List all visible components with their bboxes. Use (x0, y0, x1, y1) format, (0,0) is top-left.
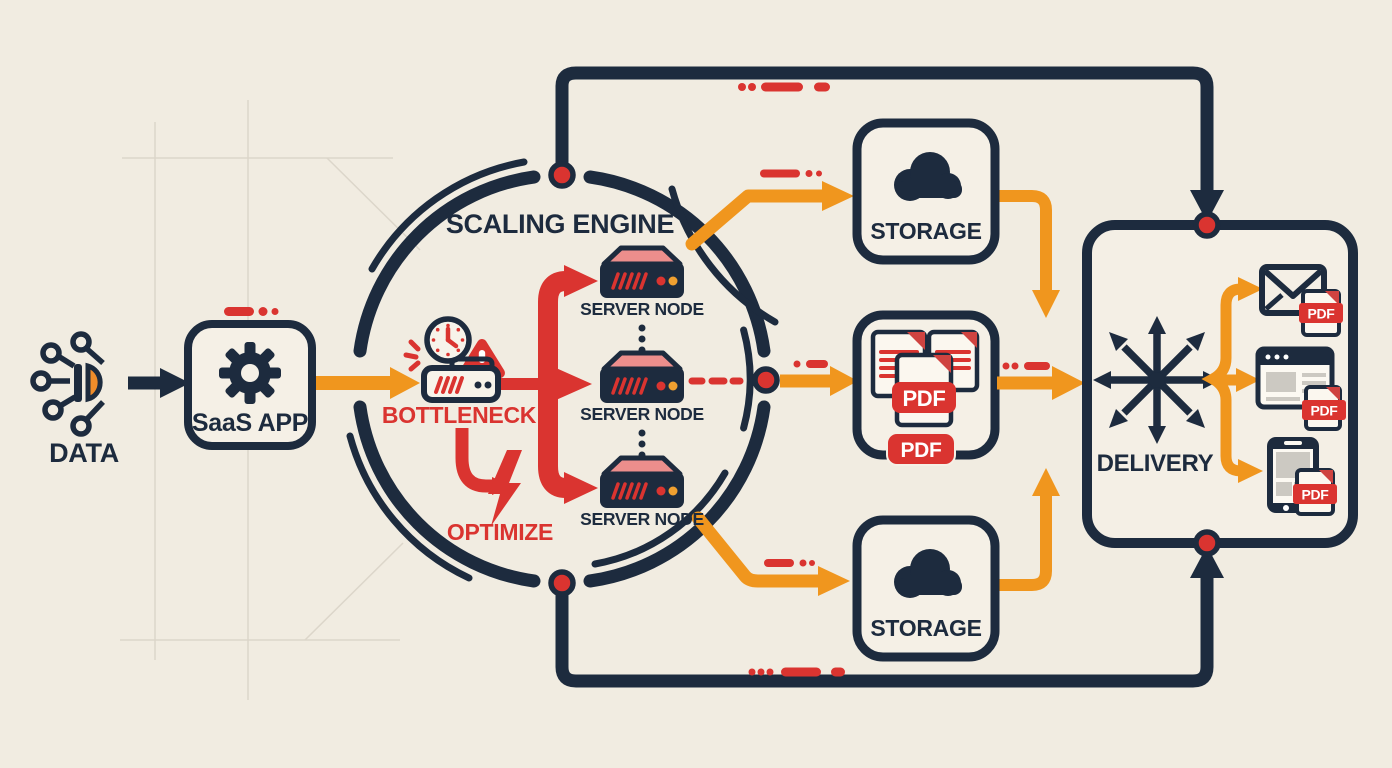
junction-dot-right (752, 366, 780, 394)
arrowhead-icon (564, 265, 598, 297)
server-icon (601, 455, 683, 477)
data-funnel-icon (85, 362, 103, 403)
pdf-file-icon: PDF (1302, 385, 1346, 431)
server-node-1: SERVER NODE (580, 245, 704, 319)
pdf-badge-label: PDF (902, 386, 945, 411)
overloaded-server-icon (421, 356, 501, 403)
pdf-file-icon: PDF (1299, 289, 1343, 337)
clock-icon (424, 316, 472, 364)
data-source-node: DATA (30, 331, 119, 468)
node-separator-dots (638, 324, 646, 354)
arrowhead-icon (1236, 368, 1260, 392)
server-icon (601, 245, 683, 267)
arrowhead-icon (822, 181, 854, 211)
server-node-1-label: SERVER NODE (580, 299, 704, 319)
arrowhead-icon (1238, 277, 1263, 301)
optimize-label: OPTIMIZE (447, 519, 553, 545)
server-node-3-label: SERVER NODE (580, 509, 704, 529)
pdf-file-icon: PDF (1293, 468, 1337, 516)
storage-top-label: STORAGE (870, 218, 981, 244)
scaling-branches (538, 265, 598, 504)
delivery-node: DELIVERY PDF (1082, 211, 1358, 557)
saas-app-label: SaaS APP (192, 409, 308, 437)
edge-data-saas (128, 368, 190, 398)
pdf-badge-label: PDF (900, 439, 942, 462)
arrowhead-icon (1052, 366, 1085, 400)
data-network-icon (30, 331, 105, 437)
bottleneck-label: BOTTLENECK (382, 402, 537, 428)
edge-saas-circle (314, 367, 420, 399)
server-node-2-label: SERVER NODE (580, 404, 704, 424)
arrowhead-up-icon (1190, 546, 1224, 578)
data-label: DATA (49, 438, 119, 468)
loop-top-dashes (738, 82, 830, 92)
mobile-channel: PDF (1267, 437, 1337, 516)
arrowhead-icon (390, 367, 420, 399)
edge-server-pdfbox (688, 360, 858, 396)
lightning-bolt-icon (488, 450, 522, 526)
node-separator-dots (638, 429, 646, 459)
server-node-3: SERVER NODE (580, 455, 704, 529)
pdf-badge (886, 432, 956, 466)
cloud-icon (894, 152, 962, 201)
junction-dot-bottom (548, 569, 576, 597)
arrowhead-icon (556, 368, 592, 400)
server-icon (601, 350, 683, 372)
spark-lines-icon (403, 339, 421, 372)
storage-bottom-node: STORAGE (852, 515, 1000, 662)
scaling-engine-title: SCALING ENGINE (446, 209, 674, 239)
junction-dot-delivery-top (1193, 211, 1221, 239)
multidirection-arrows-icon (1093, 316, 1221, 444)
junction-dot-top (548, 161, 576, 189)
edge-pdfbox-delivery (997, 362, 1085, 400)
delivery-label: DELIVERY (1097, 450, 1214, 477)
junction-dot-delivery-bottom (1193, 529, 1221, 557)
arrowhead-icon (160, 368, 190, 398)
saas-app-node: SaaS APP (184, 307, 316, 450)
optimize-node: OPTIMIZE (447, 428, 553, 545)
pdf-badge (892, 382, 956, 413)
edge-circle-storagetop (685, 169, 854, 251)
arrowhead-icon (1032, 290, 1060, 318)
storage-top-node: STORAGE (852, 118, 1000, 265)
arrowhead-icon (1032, 468, 1060, 496)
loop-bottom-dashes (748, 667, 845, 677)
storage-bottom-label: STORAGE (870, 615, 981, 641)
bottleneck-node: BOTTLENECK (382, 316, 550, 428)
web-pdf-badge-label: PDF (1310, 403, 1338, 419)
feedback-loop-top (555, 66, 1224, 222)
edge-storagetop-delivery (995, 190, 1060, 318)
edge-circle-storagebottom (691, 511, 850, 596)
email-pdf-badge-label: PDF (1307, 306, 1335, 322)
web-channel: PDF (1255, 346, 1346, 431)
pdf-generator-node: PDF PDF (852, 310, 1000, 466)
email-channel: PDF (1259, 264, 1343, 337)
cloud-icon (894, 549, 962, 598)
gear-icon (219, 342, 281, 404)
arrowhead-icon (1238, 459, 1263, 483)
arrowhead-down-icon (1190, 190, 1224, 222)
server-node-2: SERVER NODE (580, 350, 704, 424)
arrowhead-icon (564, 472, 598, 504)
arrowhead-icon (830, 366, 858, 396)
delivery-fanout (1201, 277, 1263, 483)
feedback-loop-bottom (555, 546, 1224, 688)
arrowhead-icon (818, 566, 850, 596)
edge-storagebottom-delivery (995, 468, 1060, 591)
mobile-pdf-badge-label: PDF (1301, 487, 1329, 503)
